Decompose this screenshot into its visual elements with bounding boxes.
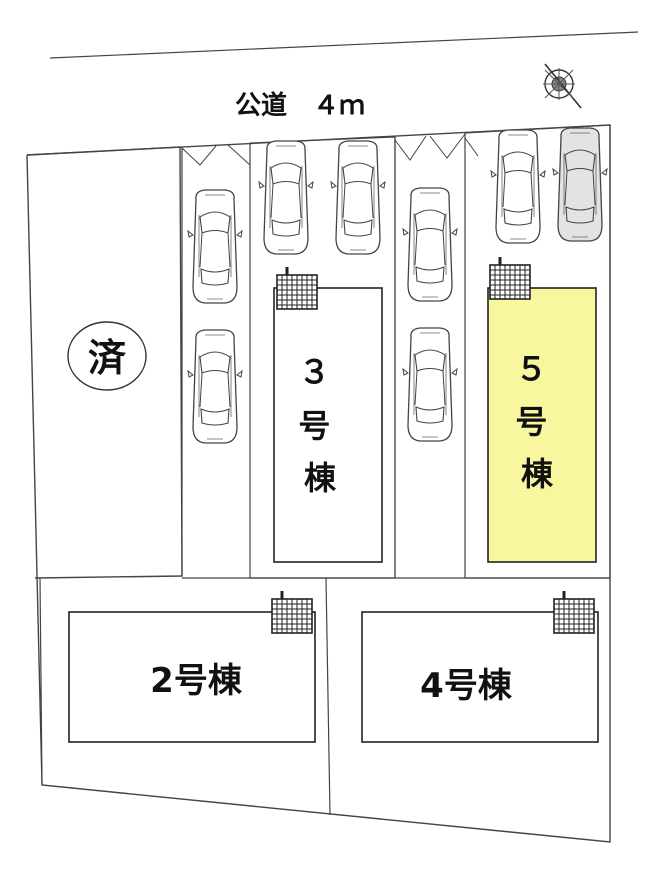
- road-top-line: [49, 31, 639, 59]
- lot-2-left-edge: [39, 577, 43, 786]
- building-5-footprint: [487, 287, 597, 563]
- parking-lane-middle: [394, 133, 466, 578]
- sold-mark: 済: [88, 336, 127, 380]
- utility-meter-grid-icon: [552, 589, 596, 635]
- building-3-footprint: [273, 287, 383, 563]
- parking-lane-left: [181, 143, 251, 578]
- road-label: 公道 ４ｍ: [235, 90, 365, 121]
- lot-building-5: ５ 号 棟: [464, 124, 611, 579]
- building-4-label: 4号棟: [420, 666, 513, 706]
- car-top-view-icon: [490, 129, 546, 244]
- site-boundary: [26, 124, 611, 843]
- lot-2-4-divider: [325, 577, 331, 816]
- building-2-label: 2号棟: [150, 661, 243, 701]
- utility-meter-grid-icon: [275, 265, 319, 311]
- car-top-view-icon: [402, 327, 458, 442]
- sold-lot: 済: [26, 146, 183, 579]
- car-top-view-icon: [258, 140, 314, 255]
- utility-meter-grid-icon: [488, 255, 532, 301]
- utility-meter-grid-icon: [270, 589, 314, 635]
- building-3-label: ３ 号 棟: [298, 353, 341, 497]
- car-top-view-icon: [187, 329, 243, 444]
- car-top-view-icon: [187, 189, 243, 304]
- compass-north-arrow-icon: [543, 63, 582, 109]
- car-top-view-icon: [552, 127, 608, 242]
- car-top-view-icon: [330, 140, 386, 255]
- car-top-view-icon: [402, 187, 458, 302]
- building-5-label: ５ 号 棟: [515, 350, 558, 493]
